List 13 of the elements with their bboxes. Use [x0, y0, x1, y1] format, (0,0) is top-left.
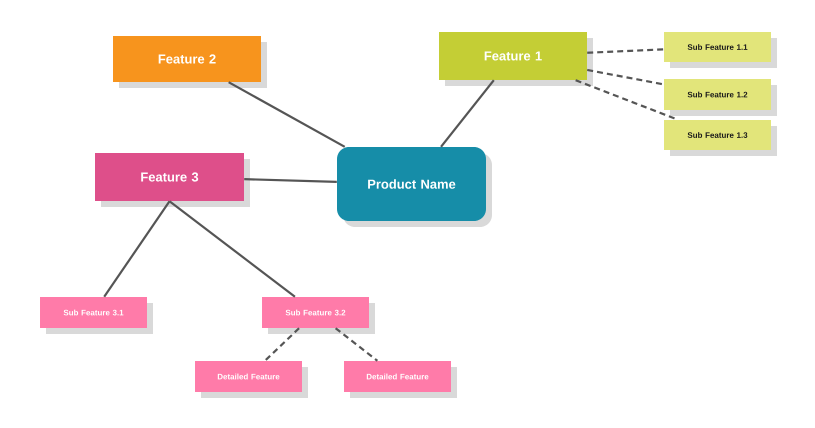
product-box: Product Name [337, 147, 492, 227]
connector-line [244, 178, 337, 183]
connector-line [587, 68, 664, 86]
feature-box: Feature 3 [95, 153, 250, 207]
connector-line [587, 48, 664, 54]
connector-line [440, 80, 495, 148]
connector-line [228, 81, 346, 148]
connector-line [264, 327, 300, 362]
feature-box: Feature 2 [113, 36, 267, 88]
feature-box: Feature 1 [439, 32, 593, 86]
connector-line [168, 200, 296, 298]
connector-line [103, 200, 170, 298]
connector-line [334, 327, 378, 362]
